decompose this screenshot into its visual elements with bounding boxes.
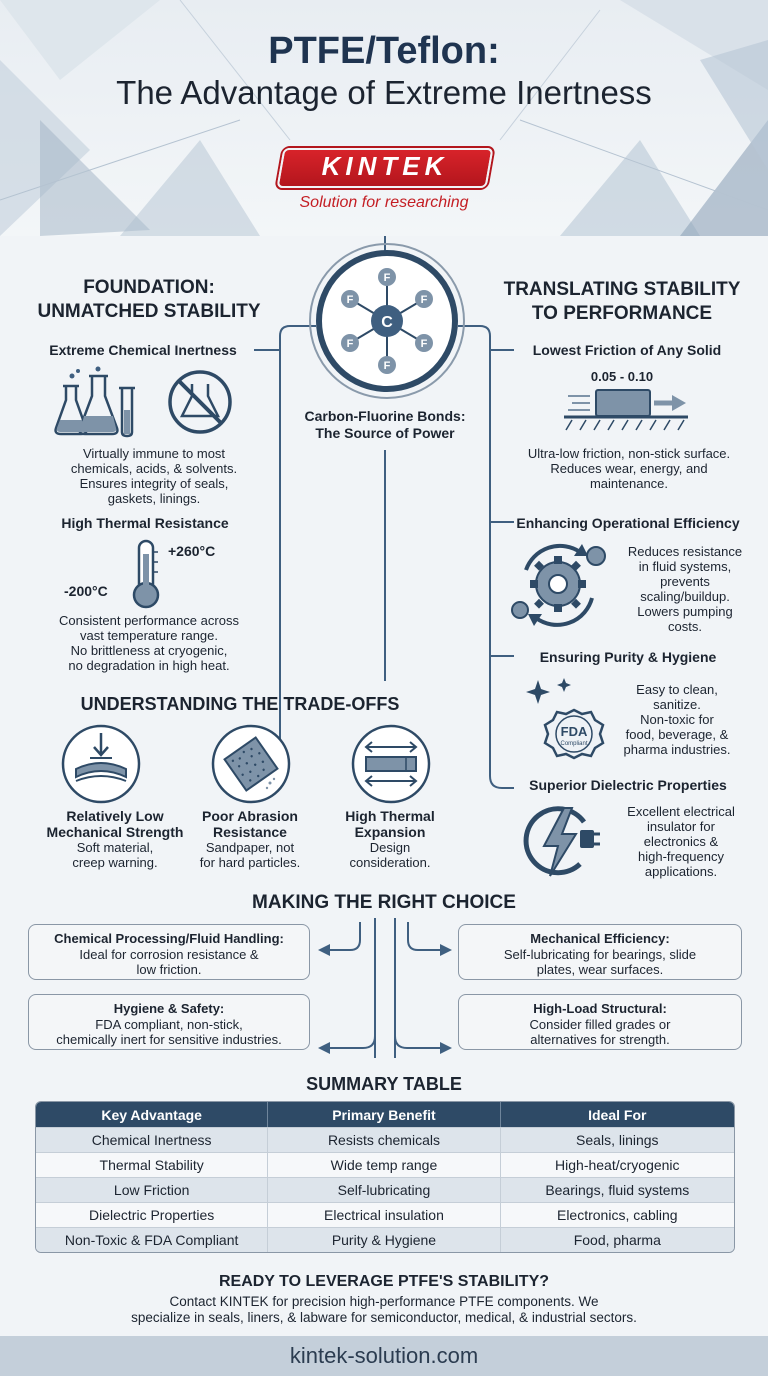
thermometer-icon [132, 539, 160, 609]
lab-flasks-icon [54, 366, 232, 438]
table-header-row: Key Advantage Primary Benefit Ideal For [36, 1102, 734, 1127]
table-row: Low Friction Self-lubricating Bearings, … [36, 1177, 734, 1202]
table-cell: Resists chemicals [268, 1127, 501, 1152]
cta-description: Contact KINTEK for precision high-perfor… [131, 1294, 637, 1325]
fluorine-atom-label: F [384, 272, 391, 284]
fluorine-atom-label: F [421, 338, 428, 350]
performance-section-title: TRANSLATING STABILITY TO PERFORMANCE [503, 279, 741, 324]
header-geometric-background [0, 0, 768, 236]
cta-title: READY TO LEVERAGE PTFE'S STABILITY? [218, 1273, 550, 1290]
min-temperature-label: -200°C [64, 583, 108, 599]
friction-description: Ultra-low friction, non-stick surface. R… [527, 446, 731, 491]
tradeoffs-section-title: UNDERSTANDING THE TRADE-OFFS [80, 694, 400, 714]
thermal-expansion-icon [351, 724, 431, 804]
table-cell: Self-lubricating [268, 1177, 501, 1202]
fluorine-atom-label: F [347, 338, 354, 350]
choice-section-title: MAKING THE RIGHT CHOICE [252, 892, 516, 913]
gear-cycle-icon [511, 543, 606, 627]
tradeoff-thermal-expansion: High Thermal Expansion Design considerat… [345, 808, 435, 870]
sliding-block-icon [564, 389, 688, 431]
tradeoff-abrasion-resistance: Poor Abrasion Resistance Sandpaper, not … [199, 808, 301, 870]
table-row: Dielectric Properties Electrical insulat… [36, 1202, 734, 1227]
table-row: Thermal Stability Wide temp range High-h… [36, 1152, 734, 1177]
table-header-cell: Key Advantage [36, 1102, 269, 1127]
fda-badge-icon: FDA Compliant [526, 678, 605, 760]
fluorine-atom-label: F [384, 360, 391, 372]
table-cell: High-heat/cryogenic [500, 1152, 734, 1177]
fda-badge-label: FDA [561, 724, 588, 739]
page-title: PTFE/Teflon: [268, 30, 500, 72]
summary-table: Key Advantage Primary Benefit Ideal For … [35, 1101, 735, 1253]
table-cell: Chemical Inertness [36, 1127, 269, 1152]
molecule-caption: Carbon-Fluorine Bonds: The Source of Pow… [284, 408, 486, 442]
dielectric-description: Excellent electrical insulator for elect… [627, 804, 735, 879]
table-cell: Electrical insulation [268, 1202, 501, 1227]
compression-icon [61, 724, 141, 804]
foundation-section-title: FOUNDATION: UNMATCHED STABILITY [37, 277, 261, 322]
carbon-fluorine-molecule-icon: F F F F F F C [309, 243, 465, 399]
choice-box-high-load-structural: High-Load Structural: Consider filled gr… [458, 994, 742, 1050]
carbon-atom-label: C [381, 314, 393, 331]
lightning-plug-icon [523, 806, 600, 877]
max-temperature-label: +260°C [168, 543, 216, 559]
table-cell: Low Friction [36, 1177, 269, 1202]
choice-box-mechanical-efficiency: Mechanical Efficiency: Self-lubricating … [458, 924, 742, 980]
efficiency-title: Enhancing Operational Efficiency [516, 515, 740, 531]
table-header-cell: Ideal For [500, 1102, 734, 1127]
table-cell: Thermal Stability [36, 1152, 269, 1177]
choice-box-chemical-processing: Chemical Processing/Fluid Handling: Idea… [28, 924, 310, 980]
choice-box-hygiene-safety: Hygiene & Safety: FDA compliant, non-sti… [28, 994, 310, 1050]
efficiency-description: Reduces resistance in fluid systems, pre… [627, 544, 743, 634]
table-cell: Wide temp range [268, 1152, 501, 1177]
header-banner: PTFE/Teflon: The Advantage of Extreme In… [0, 0, 768, 236]
fluorine-atom-label: F [421, 294, 428, 306]
table-cell: Electronics, cabling [500, 1202, 734, 1227]
thermal-resistance-title: High Thermal Resistance [61, 515, 229, 531]
friction-coefficient-range: 0.05 - 0.10 [590, 369, 654, 384]
table-row: Non-Toxic & FDA Compliant Purity & Hygie… [36, 1227, 734, 1252]
table-cell: Purity & Hygiene [268, 1227, 501, 1252]
fluorine-atom-label: F [347, 294, 354, 306]
table-cell: Food, pharma [500, 1227, 734, 1252]
footer-bar [0, 1336, 768, 1376]
website-link[interactable]: kintek-solution.com [289, 1343, 479, 1368]
table-cell: Bearings, fluid systems [500, 1177, 734, 1202]
dielectric-title: Superior Dielectric Properties [529, 777, 727, 793]
table-header-cell: Primary Benefit [268, 1102, 501, 1127]
table-row: Chemical Inertness Resists chemicals Sea… [36, 1127, 734, 1152]
sandpaper-icon [211, 724, 291, 804]
tradeoff-mechanical-strength: Relatively Low Mechanical Strength Soft … [46, 808, 184, 870]
table-cell: Non-Toxic & FDA Compliant [36, 1227, 269, 1252]
summary-section-title: SUMMARY TABLE [306, 1074, 462, 1094]
fda-badge-sublabel: Compliant [560, 741, 587, 747]
logo-text: KINTEK [321, 151, 449, 181]
purity-title: Ensuring Purity & Hygiene [539, 649, 717, 665]
chemical-inertness-description: Virtually immune to most chemicals, acid… [70, 446, 238, 506]
chemical-inertness-title: Extreme Chemical Inertness [49, 342, 237, 358]
table-cell: Seals, linings [500, 1127, 734, 1152]
purity-description: Easy to clean, sanitize. Non-toxic for f… [623, 682, 731, 757]
table-cell: Dielectric Properties [36, 1202, 269, 1227]
friction-title: Lowest Friction of Any Solid [532, 342, 722, 358]
thermal-resistance-description: Consistent performance across vast tempe… [59, 613, 239, 673]
page-subtitle: The Advantage of Extreme Inertness [116, 74, 652, 111]
logo-tagline: Solution for researching [299, 194, 469, 211]
